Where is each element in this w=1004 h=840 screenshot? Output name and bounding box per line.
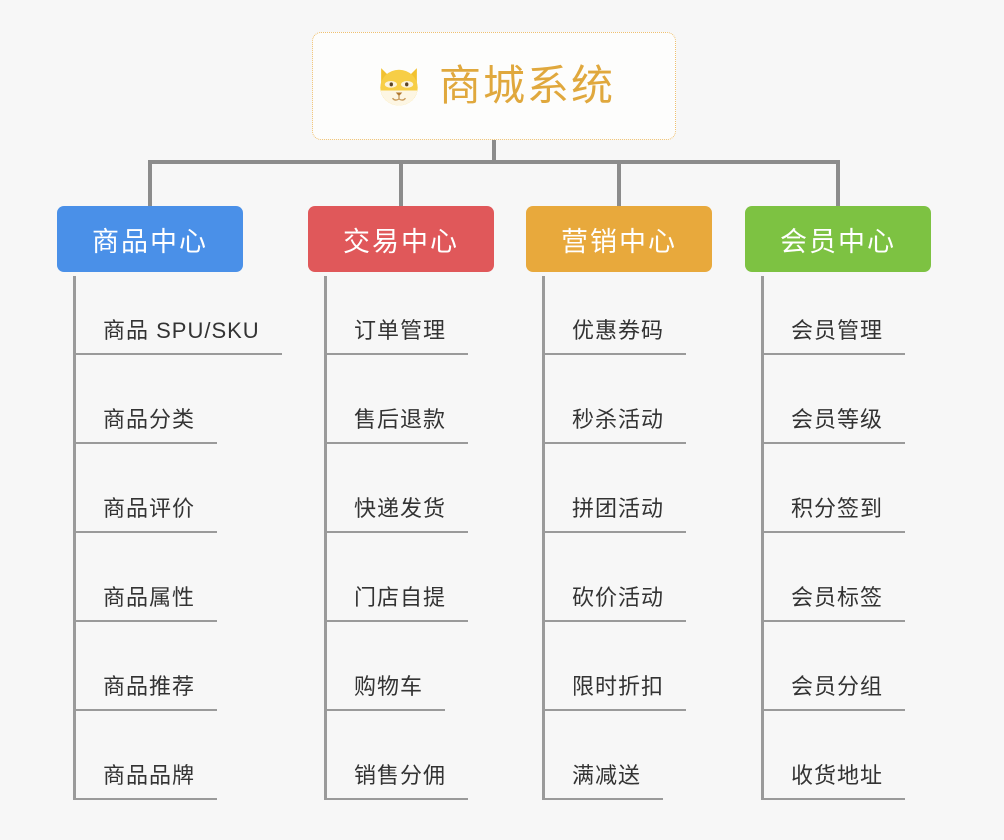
leaf-item-label: 满减送 [572,763,642,788]
leaf-item-label: 优惠券码 [572,318,665,343]
leaf-item-label: 订单管理 [354,318,447,343]
leaf-item-label: 会员等级 [791,407,884,432]
leaf-item-label: 购物车 [354,674,424,699]
shiba-dog-face-icon [380,68,418,108]
leaf-item-underline [761,708,905,711]
leaf-item-underline [73,797,217,800]
category-title: 交易中心 [343,226,459,257]
category-title: 会员中心 [780,226,896,257]
leaf-item-label: 会员管理 [791,318,884,343]
leaf-item-underline [761,530,905,533]
category-title: 商品中心 [92,226,208,257]
leaf-item-underline [761,797,905,800]
connector-drop-4 [836,160,840,208]
leaf-item-underline [324,797,468,800]
connector-root-stem [492,140,496,162]
leaf-item-label: 会员标签 [791,585,884,610]
leaf-item-label: 积分签到 [791,496,884,521]
leaf-item-underline [542,708,686,711]
leaf-item-label: 拼团活动 [572,496,665,521]
leaf-item-label: 收货地址 [791,763,884,788]
category-box-2[interactable]: 交易中心 [308,206,494,272]
connector-drop-2 [399,160,403,208]
leaf-item-underline [542,619,686,622]
leaf-item-underline [542,530,686,533]
leaf-item-underline [73,708,217,711]
leaf-item-underline [542,797,663,800]
leaf-item-underline [73,441,217,444]
category-box-4[interactable]: 会员中心 [745,206,931,272]
leaf-item-underline [324,441,468,444]
leaf-rail [761,276,764,800]
leaf-rail [324,276,327,800]
leaf-item-label: 门店自提 [354,585,447,610]
leaf-rail [542,276,545,800]
leaf-item-underline [73,530,217,533]
leaf-item-underline [73,352,282,355]
leaf-item-label: 商品分类 [103,407,196,432]
leaf-item-underline [542,352,686,355]
leaf-item-underline [324,619,468,622]
leaf-item-label: 会员分组 [791,674,884,699]
connector-drop-1 [148,160,152,208]
leaf-item-label: 售后退款 [354,407,447,432]
category-title: 营销中心 [561,226,677,257]
connector-drop-3 [617,160,621,208]
leaf-item-underline [761,441,905,444]
leaf-item-underline [761,352,905,355]
leaf-item-label: 商品推荐 [103,674,196,699]
leaf-item-underline [324,708,445,711]
leaf-item-label: 砍价活动 [572,585,665,610]
leaf-item-label: 商品属性 [103,585,196,610]
leaf-item-label: 商品品牌 [103,763,196,788]
connector-horizontal-bus [148,160,840,164]
leaf-item-label: 限时折扣 [572,674,665,699]
leaf-item-underline [324,352,468,355]
leaf-item-underline [73,619,217,622]
leaf-item-label: 秒杀活动 [572,407,665,432]
leaf-item-label: 商品评价 [103,496,196,521]
leaf-item-label: 商品 SPU/SKU [103,318,260,343]
category-box-1[interactable]: 商品中心 [57,206,243,272]
leaf-item-label: 销售分佣 [354,763,447,788]
leaf-item-underline [542,441,686,444]
leaf-item-underline [761,619,905,622]
root-node-shop-system[interactable]: 商城系统 [312,32,676,140]
leaf-item-underline [324,530,468,533]
category-box-3[interactable]: 营销中心 [526,206,712,272]
page-title: 商城系统 [438,62,615,109]
leaf-rail [73,276,76,800]
leaf-item-label: 快递发货 [354,496,447,521]
